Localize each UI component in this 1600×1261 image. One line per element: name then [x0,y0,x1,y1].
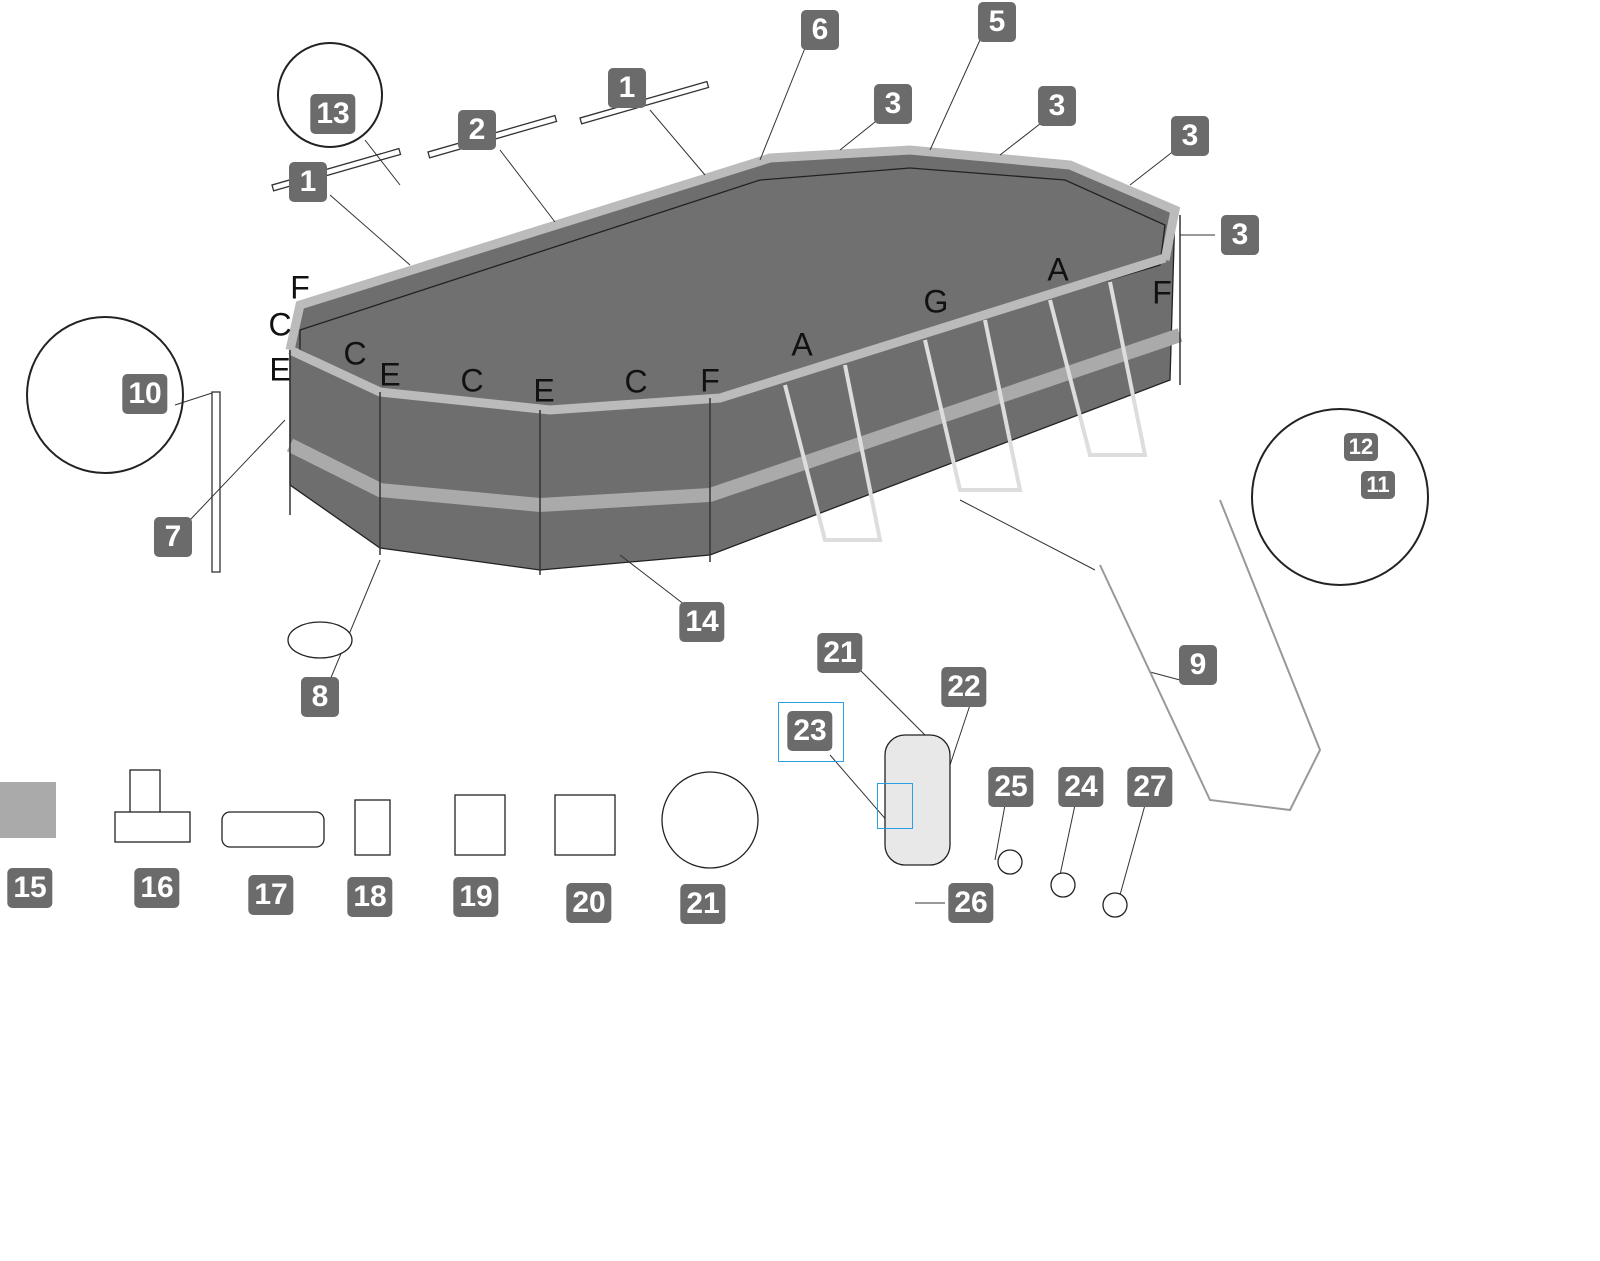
pool-legs [289,215,1181,575]
joint-label: E [269,351,291,388]
part-badge-21[interactable]: 21 [680,884,726,924]
part-badge-9[interactable]: 9 [1179,645,1217,685]
part-badge-24[interactable]: 24 [1058,767,1104,807]
part-badge-17[interactable]: 17 [248,875,294,915]
selection-box-part[interactable] [877,783,913,829]
part-badge-6[interactable]: 6 [801,10,839,50]
part-badge-1[interactable]: 1 [289,162,327,202]
joint-label: C [343,335,367,372]
leader-lines [174,39,1215,904]
part-badge-12[interactable]: 12 [1344,433,1378,461]
part-badge-26[interactable]: 26 [948,883,994,923]
part-badge-14[interactable]: 14 [679,602,725,642]
part-badge-19[interactable]: 19 [453,877,499,917]
part-badge-25[interactable]: 25 [988,767,1034,807]
small-parts [114,621,1128,918]
part-badge-11[interactable]: 11 [1361,471,1395,499]
joint-label: A [1047,251,1069,288]
part-badge-13[interactable]: 13 [310,94,356,134]
part-badge-3[interactable]: 3 [1171,116,1209,156]
joint-label: G [923,283,949,320]
part-badge-2[interactable]: 2 [458,110,496,150]
ladder [783,281,1148,542]
selection-box-23[interactable] [778,702,844,762]
part-badge-5[interactable]: 5 [978,2,1016,42]
part-badge-1[interactable]: 1 [608,68,646,108]
part-badge-3[interactable]: 3 [1038,86,1076,126]
part-badge-15[interactable]: 15 [7,868,53,908]
part-badge-23[interactable]: 23 [787,711,833,751]
joint-label: E [379,356,401,393]
joint-label: C [268,306,292,343]
part-badge-20[interactable]: 20 [566,883,612,923]
joint-label: E [533,372,555,409]
hose-9 [1099,499,1322,812]
placeholder-square-15 [0,782,56,838]
part-badge-16[interactable]: 16 [134,868,180,908]
part-badge-18[interactable]: 18 [347,877,393,917]
part-badge-3[interactable]: 3 [874,84,912,124]
joint-label: F [700,362,720,399]
part-badge-8[interactable]: 8 [301,677,339,717]
part-badge-27[interactable]: 27 [1127,767,1173,807]
joint-label: F [1152,274,1172,311]
joint-label: C [460,362,484,399]
detail-circles [26,42,1429,586]
part-badge-22[interactable]: 22 [941,667,987,707]
pool-body [285,145,1183,571]
joint-label: C [624,363,648,400]
joint-label: F [290,269,310,306]
part-badge-10[interactable]: 10 [122,374,168,414]
part-badge-3[interactable]: 3 [1221,215,1259,255]
part-badge-7[interactable]: 7 [154,517,192,557]
joint-label: A [791,326,813,363]
part-badge-21[interactable]: 21 [817,633,863,673]
